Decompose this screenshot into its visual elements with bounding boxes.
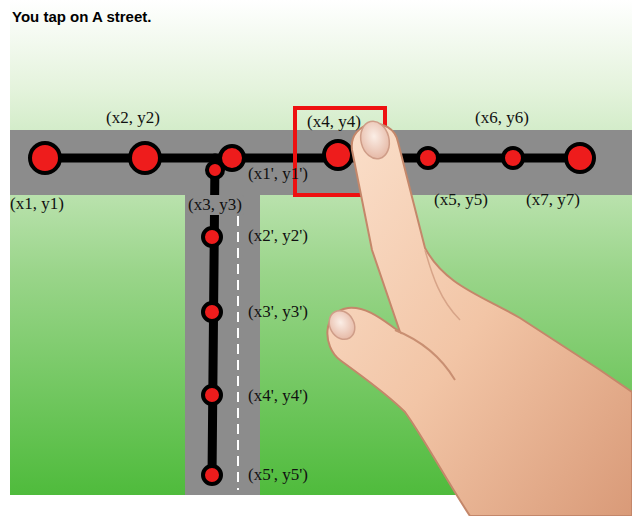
- coordinate-label: (x2, y2): [104, 108, 162, 128]
- page-title: You tap on A street.: [12, 8, 151, 25]
- coordinate-label: (x1', y1'): [246, 164, 310, 184]
- coordinate-label: (x5', y5'): [246, 465, 310, 485]
- lane-mark: [237, 200, 239, 490]
- coordinate-label: (x4', y4'): [246, 386, 310, 406]
- pointing-hand: [324, 118, 632, 516]
- coordinate-label: (x3, y3): [186, 195, 244, 215]
- coordinate-label: (x6, y6): [473, 108, 531, 128]
- coordinate-label: (x1, y1): [8, 194, 66, 214]
- coordinate-label: (x5, y5): [432, 190, 490, 210]
- coordinate-label: (x3', y3'): [246, 302, 310, 322]
- coordinate-label: (x2', y2'): [246, 226, 310, 246]
- coordinate-label: (x7, y7): [524, 190, 582, 210]
- coordinate-label: (x4, y4): [305, 112, 363, 132]
- street-a: [10, 130, 632, 195]
